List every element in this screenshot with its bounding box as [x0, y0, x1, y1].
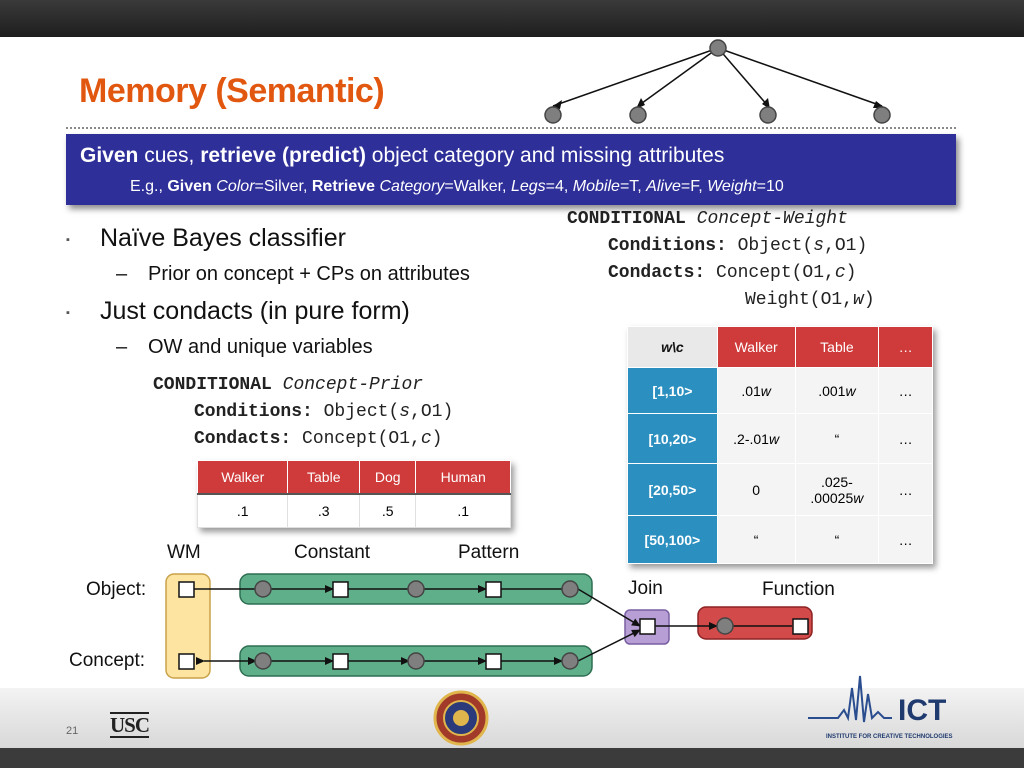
join-label: Join [628, 578, 663, 599]
weight-table: w\c Walker Table … [1,10> .01w .001w … [… [627, 326, 933, 564]
wm-label: WM [167, 542, 201, 563]
tree-leaf-node [873, 106, 891, 124]
code-weight-line-4: Weight(O1,w) [745, 290, 875, 310]
code-prior-line-1: CONDITIONAL Concept-Prior [153, 375, 424, 395]
bullet-naive-bayes: Naïve Bayes classifier [100, 224, 346, 252]
prior-cell: .5 [359, 493, 417, 528]
weight-cell: “ [716, 515, 796, 564]
weight-cell: “ [794, 515, 880, 564]
concept-factor-node [561, 652, 579, 670]
code-prior-line-3: Condacts: Concept(O1,c) [194, 429, 443, 449]
function-label: Function [762, 579, 835, 600]
arrowhead [636, 98, 645, 109]
code-weight-line-2: Conditions: Object(s,O1) [608, 236, 868, 256]
object-label: Object: [86, 579, 147, 600]
ict-logo: ICT [808, 675, 946, 727]
wm-box [165, 573, 211, 679]
weight-header: Walker [716, 326, 796, 368]
footer-bar [0, 748, 1024, 768]
banner-line-1: Given cues, retrieve (predict) object ca… [80, 144, 725, 167]
tree-leaf-node [629, 106, 647, 124]
weight-cell: … [878, 463, 933, 516]
function-factor-node [716, 617, 734, 635]
concept-variable-node [485, 653, 502, 670]
ict-caption: INSTITUTE FOR CREATIVE TECHNOLOGIES [826, 734, 953, 740]
object-variable-node [485, 581, 502, 598]
object-factor-node [407, 580, 425, 598]
weight-cell: … [878, 367, 933, 414]
weight-header: Table [794, 326, 880, 368]
prior-table: Walker Table Dog Human .1 .3 .5 .1 [196, 460, 511, 528]
prior-cell: .1 [196, 493, 289, 528]
constant-label: Constant [294, 542, 371, 563]
factor-graph [165, 573, 813, 679]
bullet-condacts: Just condacts (in pure form) [100, 297, 410, 325]
prior-header: Walker [196, 460, 289, 495]
weight-row-label: [10,20> [627, 413, 718, 464]
banner-line-2: E.g., Given Color=Silver, Retrieve Categ… [130, 178, 784, 195]
join-variable-node [639, 618, 656, 635]
code-weight-line-3: Condacts: Concept(O1,c) [608, 263, 857, 283]
tree-leaf-node [759, 106, 777, 124]
concept-label: Concept: [69, 650, 146, 671]
weight-row-label: [20,50> [627, 463, 718, 516]
concept-factor-node [407, 652, 425, 670]
tree-root-node [709, 39, 727, 57]
tree-leaf-node [544, 106, 562, 124]
weight-row-label: [1,10> [627, 367, 718, 414]
weight-row-label: [50,100> [627, 515, 718, 564]
object-factor-node [254, 580, 272, 598]
pattern-label: Pattern [458, 542, 520, 563]
wm-concept-node [178, 653, 195, 670]
prior-cell: .3 [287, 493, 361, 528]
definition-banner: Given cues, retrieve (predict) object ca… [66, 134, 956, 205]
usc-logo: USC [110, 712, 150, 738]
dash-icon: – [116, 336, 128, 358]
weight-cell: .01w [716, 367, 796, 414]
function-variable-node [792, 618, 809, 635]
bullet-square-icon: ▪ [66, 307, 70, 319]
divider [66, 127, 956, 129]
prior-header: Table [287, 460, 361, 495]
bullet-square-icon: ▪ [66, 234, 70, 246]
sub-bullet-ow: OW and unique variables [148, 336, 373, 358]
wm-object-node [178, 581, 195, 598]
prior-cell: .1 [415, 493, 511, 528]
weight-cell: … [878, 515, 933, 564]
weight-cell: .025-.00025w [794, 463, 880, 516]
page-number: 21 [66, 725, 79, 737]
ict-logo-text: ICT [898, 694, 946, 727]
sub-bullet-prior: Prior on concept + CPs on attributes [148, 263, 470, 285]
tree-diagram [544, 39, 891, 124]
prior-header: Human [415, 460, 511, 495]
object-variable-node [332, 581, 349, 598]
weight-cell: .001w [794, 367, 880, 414]
weight-cell: “ [794, 413, 880, 464]
concept-variable-node [332, 653, 349, 670]
code-weight-line-1: CONDITIONAL Concept-Weight [567, 209, 848, 229]
code-prior-line-2: Conditions: Object(s,O1) [194, 402, 454, 422]
weight-cell: .2-.01w [716, 413, 796, 464]
weight-cell: … [878, 413, 933, 464]
weight-cell: 0 [716, 463, 796, 516]
weight-header: … [878, 326, 933, 368]
weight-corner-header: w\c [627, 326, 718, 368]
prior-header: Dog [359, 460, 417, 495]
object-factor-node [561, 580, 579, 598]
slide-title: Memory (Semantic) [79, 72, 385, 110]
concept-factor-node [254, 652, 272, 670]
top-bar [0, 0, 1024, 37]
dash-icon: – [116, 263, 128, 285]
army-seal-icon [433, 690, 489, 746]
